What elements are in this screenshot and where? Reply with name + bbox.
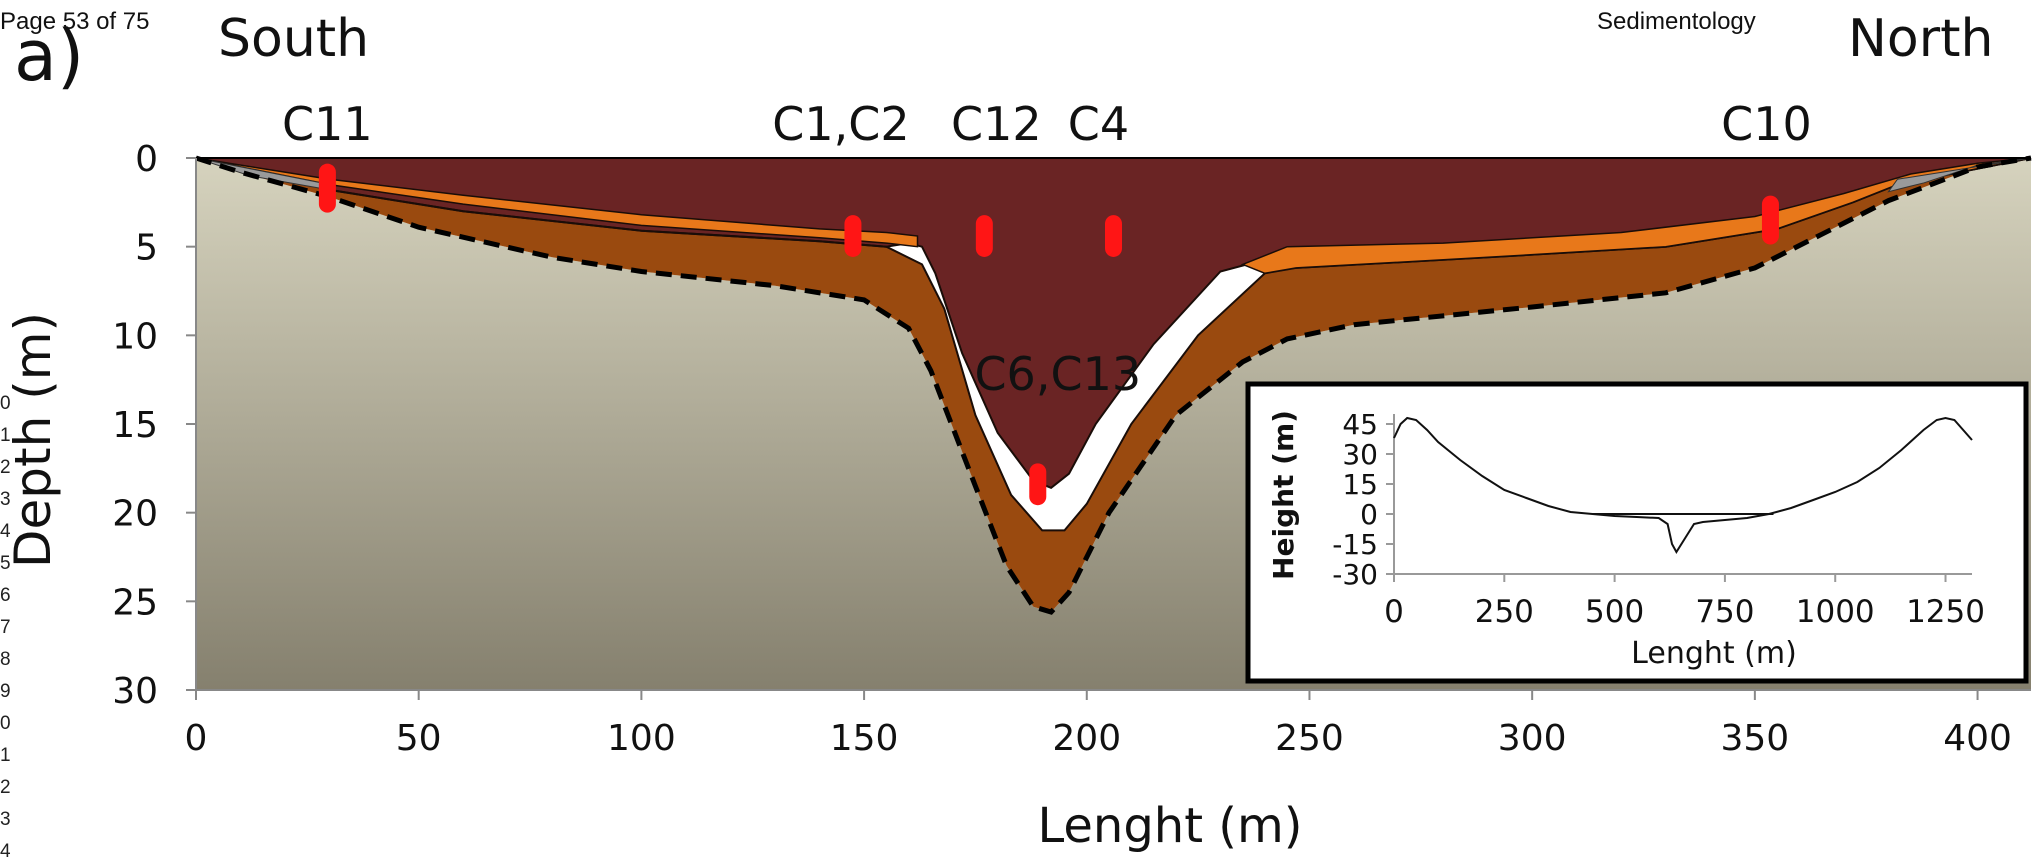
line-number: 6 — [0, 585, 11, 606]
line-number: 2 — [0, 777, 11, 798]
inset-lines — [1393, 416, 1973, 554]
x-tick-label: 200 — [1052, 718, 1121, 759]
core-label: C6,C13 — [974, 347, 1141, 401]
inset-y-axis-title: Height (m) — [1267, 410, 1300, 580]
core-label: C10 — [1721, 97, 1812, 151]
line-number: 2 — [0, 457, 11, 478]
y-tick-label: 0 — [135, 139, 158, 180]
line-number: 8 — [0, 649, 11, 670]
inset-y-tick-label: 15 — [1342, 468, 1378, 501]
y-axis-title: Depth (m) — [4, 312, 62, 568]
line-number: 1 — [0, 425, 11, 446]
core-label: C4 — [1068, 97, 1129, 151]
inset-y-tick-label: 30 — [1342, 438, 1378, 471]
inset-x-tick-label: 500 — [1585, 594, 1644, 630]
core-label: C1,C2 — [772, 97, 909, 151]
south-label: South — [218, 9, 369, 69]
journal-name-header: Sedimentology — [1597, 8, 1756, 35]
line-number: 9 — [0, 681, 11, 702]
x-tick-label: 150 — [830, 718, 899, 759]
line-number: 3 — [0, 809, 11, 830]
line-number: 4 — [0, 521, 11, 542]
line-number: 7 — [0, 617, 11, 638]
line-number: 0 — [0, 713, 11, 734]
y-tick-label: 20 — [112, 494, 158, 535]
inset-x-tick-label: 1000 — [1796, 594, 1875, 630]
page-number-header: Page 53 of 75 — [0, 8, 150, 35]
basal-surface-dashed — [195, 155, 2032, 615]
line-number: 1 — [0, 745, 11, 766]
inset-x-axis-title: Lenght (m) — [1631, 636, 1797, 671]
line-numbers: 0 1 2 3 4 5 6 7 8 9 0 1 2 3 4 — [0, 388, 14, 868]
line-number: 3 — [0, 489, 11, 510]
inset-x-tick-label: 750 — [1695, 594, 1754, 630]
x-tick-label: 350 — [1720, 718, 1789, 759]
inset-y-tick-label: 45 — [1342, 408, 1378, 441]
line-number: 0 — [0, 393, 11, 414]
inset-x-tick-label: 0 — [1384, 594, 1404, 630]
y-tick-label: 25 — [112, 582, 158, 623]
panel-label: a) — [14, 15, 84, 97]
x-axis-title: Lenght (m) — [1037, 798, 1302, 854]
x-tick-label: 300 — [1498, 718, 1567, 759]
x-tick-label: 50 — [396, 718, 442, 759]
x-tick-label: 250 — [1275, 718, 1344, 759]
y-tick-label: 10 — [112, 316, 158, 357]
inset-frame — [1245, 381, 2029, 684]
inset-x-tick-label: 1250 — [1906, 594, 1985, 630]
inset-y-tick-label: 0 — [1360, 498, 1378, 531]
inset-x-tick-label: 250 — [1475, 594, 1534, 630]
x-tick-label: 400 — [1943, 718, 2012, 759]
x-tick-label: 0 — [185, 718, 208, 759]
y-tick-label: 15 — [112, 405, 158, 446]
upper-unit-south — [195, 157, 919, 248]
north-label: North — [1848, 9, 1993, 69]
inset-y-tick-label: -30 — [1332, 558, 1378, 591]
lower-unit — [196, 158, 2031, 612]
inset-y-tick-label: -15 — [1332, 528, 1378, 561]
core-label: C12 — [951, 97, 1042, 151]
core-label: C11 — [282, 97, 373, 151]
x-tick-label: 100 — [607, 718, 676, 759]
y-tick-label: 5 — [135, 228, 158, 269]
line-number: 5 — [0, 553, 11, 574]
inset-profile-line — [1393, 416, 1973, 554]
y-tick-label: 30 — [112, 671, 158, 712]
line-number: 4 — [0, 841, 11, 862]
